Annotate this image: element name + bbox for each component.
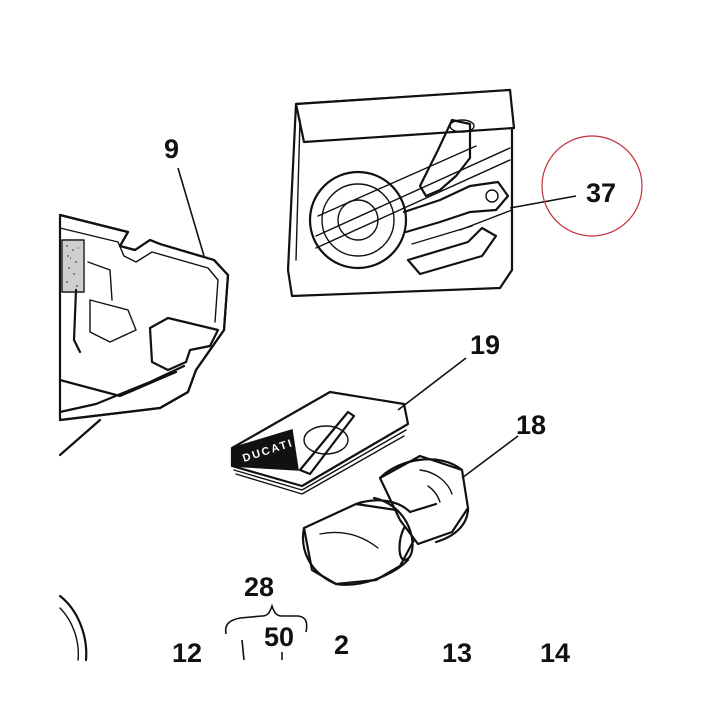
callout-2: 2 <box>334 630 349 660</box>
callout-37: 37 <box>586 178 616 208</box>
leader-line-18 <box>461 435 519 479</box>
callout-19: 19 <box>470 330 500 360</box>
callout-18: 18 <box>516 410 546 440</box>
tray-rubber-pad <box>63 241 83 291</box>
part-19-manual-booklet-illustration: DUCATI <box>230 390 410 495</box>
leader-line-9 <box>177 167 205 257</box>
part-18-tool-roll-illustration <box>302 454 470 586</box>
bottom-crop-mask <box>0 662 720 720</box>
callout-50: 50 <box>264 622 294 652</box>
bottom-leader-stub <box>241 639 245 661</box>
leader-line-37 <box>509 195 577 209</box>
callout-28: 28 <box>244 572 274 602</box>
pouch-contents-screwdriver <box>418 118 475 198</box>
part-9-tray-illustration <box>58 213 230 457</box>
partial-wheel-rim-illustration <box>58 594 88 662</box>
bracket-28 <box>224 603 308 635</box>
callout-9: 9 <box>164 134 179 164</box>
highlight-circle <box>541 135 643 237</box>
leader-line-19 <box>397 357 467 411</box>
part-37-tool-pouch-illustration <box>286 88 516 298</box>
